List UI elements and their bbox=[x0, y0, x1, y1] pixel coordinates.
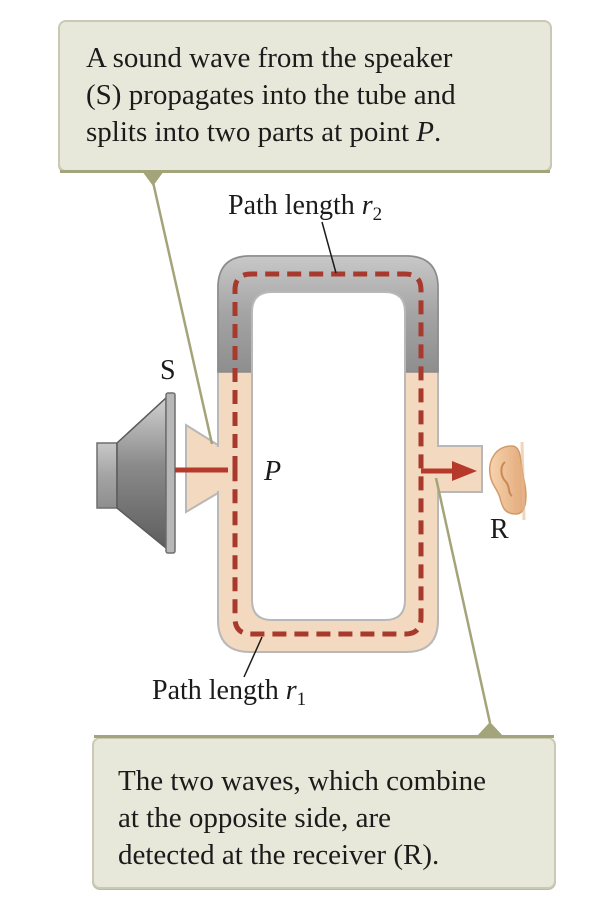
callout-top-line3-prefix: splits into two parts at point bbox=[86, 116, 417, 148]
label-speaker-s: S bbox=[160, 355, 176, 386]
label-point-p: P bbox=[264, 456, 282, 487]
callout-top-line2: (S) propagates into the tube and bbox=[86, 79, 456, 111]
leader-bottom-tip bbox=[477, 722, 503, 736]
tube bbox=[185, 255, 483, 653]
callout-bottom-line2: at the opposite side, are bbox=[118, 802, 391, 834]
callout-top: A sound wave from the speaker (S) propag… bbox=[58, 20, 552, 172]
ear-icon bbox=[488, 441, 527, 521]
speaker-icon bbox=[96, 392, 176, 554]
r1-pointer bbox=[243, 636, 263, 678]
callout-bottom-line3: detected at the receiver (R). bbox=[118, 839, 440, 871]
callout-top-bar bbox=[60, 170, 550, 173]
leader-bottom bbox=[434, 477, 492, 724]
callout-top-line3: splits into two parts at point P. bbox=[86, 114, 550, 151]
callout-bottom-line1: The two waves, which combine bbox=[118, 765, 487, 797]
r2-pointer bbox=[321, 221, 337, 274]
label-receiver-r: R bbox=[490, 514, 509, 545]
callout-top-point: P bbox=[416, 116, 434, 148]
callout-bottom-bar bbox=[94, 735, 554, 738]
label-r1-prefix: Path length bbox=[152, 675, 286, 706]
callout-top-line1: A sound wave from the speaker bbox=[86, 42, 453, 74]
label-r2-sub: 2 bbox=[372, 204, 383, 225]
callout-bottom: The two waves, which combine at the oppo… bbox=[92, 737, 556, 889]
output-arrow bbox=[421, 461, 477, 481]
label-path-length-r1: Path length r1 bbox=[152, 675, 306, 711]
label-path-length-r2: Path length r2 bbox=[228, 190, 382, 226]
callout-top-line3-suffix: . bbox=[434, 116, 442, 148]
label-r1-var: r bbox=[285, 675, 297, 706]
leader-top-tip bbox=[142, 171, 164, 186]
label-r2-var: r bbox=[361, 190, 373, 221]
label-r1-sub: 1 bbox=[296, 689, 307, 710]
leader-top bbox=[151, 181, 214, 445]
label-r2-prefix: Path length bbox=[228, 190, 362, 221]
